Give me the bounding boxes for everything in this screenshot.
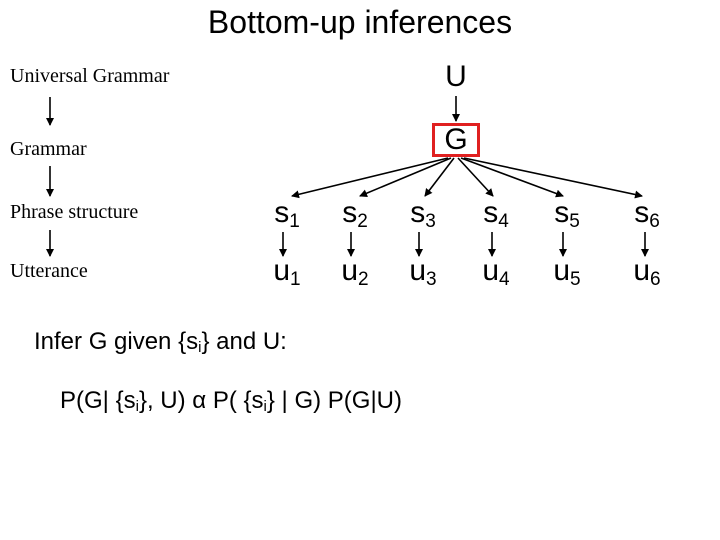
node-index: 5 [570, 269, 581, 290]
grammar-highlight-box [432, 123, 480, 157]
level-label-universal-grammar: Universal Grammar [10, 65, 170, 87]
node-s6: s6 [622, 196, 672, 232]
node-letter: u [409, 254, 427, 287]
formula-part-3: } | G) P(G|U) [266, 387, 402, 414]
arrow-g-to-s1 [291, 157, 449, 199]
node-index: 1 [290, 269, 301, 290]
node-letter: s [483, 196, 499, 229]
node-s5: s5 [542, 196, 592, 232]
node-s2: s2 [330, 196, 380, 232]
formula-part-2: }, U) α P( {s [138, 387, 264, 414]
node-u1: u1 [262, 254, 312, 290]
inference-subscript: i [198, 339, 202, 356]
inference-prefix: Infer G given {s [34, 328, 199, 355]
slide-title: Bottom-up inferences [207, 4, 513, 40]
node-index: 1 [289, 211, 300, 232]
node-s3: s3 [398, 196, 448, 232]
node-index: 6 [650, 269, 661, 290]
node-universal-grammar: U [445, 60, 467, 93]
node-index: 2 [357, 211, 368, 232]
inference-statement: Infer G given {si} and U: [34, 328, 287, 356]
level-label-phrase-structure: Phrase structure [10, 201, 139, 223]
node-index: 4 [499, 269, 510, 290]
node-index: 5 [569, 211, 580, 232]
node-index: 3 [425, 211, 436, 232]
level-label-utterance: Utterance [10, 260, 88, 282]
node-s1: s1 [262, 196, 312, 232]
node-letter: s [274, 196, 290, 229]
level-label-grammar: Grammar [10, 138, 87, 160]
node-s4: s4 [471, 196, 521, 232]
node-letter: u [633, 254, 651, 287]
node-u4: u4 [471, 254, 521, 290]
arrow-g-to-s6 [463, 157, 643, 199]
arrow-g-to-s4 [457, 157, 494, 197]
arrow-g-to-s2 [359, 157, 452, 197]
node-letter: s [554, 196, 570, 229]
node-letter: s [342, 196, 358, 229]
bayes-formula: P(G| {si}, U) α P( {si} | G) P(G|U) [60, 387, 402, 415]
node-letter: u [553, 254, 571, 287]
inference-suffix: } and U: [201, 328, 287, 355]
node-index: 4 [498, 211, 509, 232]
node-grammar: G [444, 123, 468, 156]
node-u2: u2 [330, 254, 380, 290]
node-u5: u5 [542, 254, 592, 290]
node-index: 6 [649, 211, 660, 232]
arrow-g-to-s3 [424, 157, 455, 197]
node-letter: s [634, 196, 650, 229]
formula-subscript-2: i [263, 398, 267, 415]
node-letter: u [482, 254, 500, 287]
node-index: 2 [358, 269, 369, 290]
node-letter: s [410, 196, 426, 229]
node-u3: u3 [398, 254, 448, 290]
formula-subscript-1: i [135, 398, 139, 415]
node-letter: u [341, 254, 359, 287]
formula-part-1: P(G| {s [60, 387, 136, 414]
node-index: 3 [426, 269, 437, 290]
node-letter: u [273, 254, 291, 287]
node-u6: u6 [622, 254, 672, 290]
arrow-g-to-s5 [460, 157, 564, 198]
